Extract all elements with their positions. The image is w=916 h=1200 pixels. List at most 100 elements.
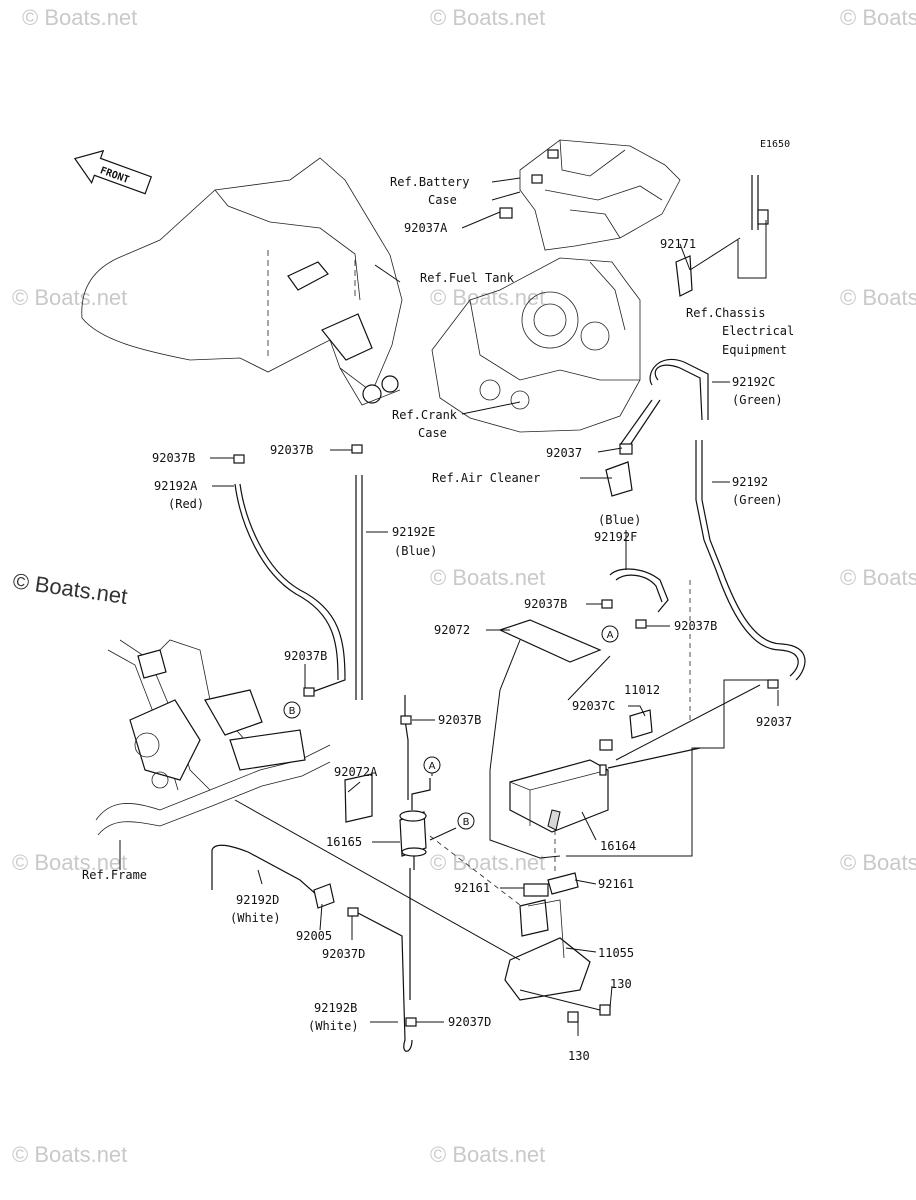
part-label: 92037C [572, 699, 615, 713]
clamp-icon [400, 715, 412, 725]
part-label: 130 [610, 977, 632, 991]
part-label: 92192B [314, 1001, 357, 1015]
part-label: 92192 [732, 475, 768, 489]
ref-chassis-label: Ref.Chassis [686, 306, 765, 320]
watermark: © Boats.net [430, 1142, 545, 1167]
valve-icon [313, 883, 335, 909]
clamp-icon [635, 619, 647, 629]
part-label: 11012 [624, 683, 660, 697]
part-label: 92037B [152, 451, 195, 465]
watermark: © Boats.net [840, 285, 916, 310]
part-label: 92192C [732, 375, 775, 389]
clamp-icon [351, 444, 363, 454]
bolt-icon [567, 1011, 579, 1023]
part-label: 92072A [334, 765, 378, 779]
canister [509, 747, 701, 833]
main-watermark: © Boats.net [11, 568, 129, 609]
part-label: (Green) [732, 393, 783, 407]
diagram-code: E1650 [760, 139, 790, 150]
clamp-icon [599, 739, 613, 751]
clamp-icon [619, 443, 633, 455]
callout-b [457, 812, 475, 830]
part-label: 92037D [448, 1015, 491, 1029]
bolt-icon [599, 1004, 611, 1016]
watermark: © Boats.net [840, 565, 916, 590]
fitting-icon [629, 709, 653, 739]
part-label: 130 [568, 1049, 590, 1063]
part-label: (Red) [168, 497, 204, 511]
ref-air-cleaner-label: Ref.Air Cleaner [432, 471, 540, 485]
watermark: © Boats.net [430, 565, 545, 590]
ref-battery-case-label: Case [428, 193, 457, 207]
part-label: 92037B [674, 619, 717, 633]
part-label: 92171 [660, 237, 696, 251]
part-label: 92192A [154, 479, 198, 493]
part-label: 92037B [270, 443, 313, 457]
brackets [344, 619, 602, 1001]
clamp-icon [405, 1017, 417, 1027]
part-label: 92192D [236, 893, 279, 907]
part-label: 92192F [594, 530, 637, 544]
callout-b [283, 701, 301, 719]
watermark: © Boats.net [430, 285, 545, 310]
part-label: (White) [230, 911, 281, 925]
part-label: 92037 [546, 446, 582, 460]
watermark: © Boats.net [22, 5, 137, 30]
fuel-tank [81, 157, 403, 406]
clamp-icon [499, 207, 513, 219]
part-label: 16164 [600, 839, 636, 853]
fitting-icon [605, 461, 633, 497]
part-label: 92037D [322, 947, 365, 961]
part-label: 92037B [524, 597, 567, 611]
battery-case [519, 139, 681, 251]
part-label: 92037B [438, 713, 481, 727]
part-label: 92072 [434, 623, 470, 637]
clamp-icon [303, 687, 315, 697]
bolt-icon [757, 209, 769, 225]
part-label: 92192E [392, 525, 435, 539]
part-label: (Blue) [598, 513, 641, 527]
part-label: 11055 [598, 946, 634, 960]
callout-a [601, 625, 619, 643]
ref-fuel-tank-label: Ref.Fuel Tank [420, 271, 515, 285]
clamp-icon [233, 454, 245, 464]
callout-a-label: A [429, 761, 436, 772]
watermark: © Boats.net [12, 1142, 127, 1167]
part-label: 92037B [284, 649, 327, 663]
bracket-icon [675, 255, 693, 297]
watermark: © Boats.net [12, 850, 127, 875]
watermark: © Boats.net [840, 850, 916, 875]
reference-labels: Ref.Battery Case Ref.Fuel Tank Ref.Chass… [82, 175, 794, 882]
hoses [211, 175, 806, 1052]
small-parts [233, 207, 779, 1027]
clamp-icon [767, 679, 779, 689]
part-labels: 92037A 92171 92192C (Green) 92037 92192 … [152, 221, 792, 1063]
callout-a-label: A [607, 630, 614, 641]
watermark: © Boats.net [12, 285, 127, 310]
part-label: (White) [308, 1019, 359, 1033]
part-label: 92161 [454, 881, 490, 895]
ref-crank-case-label: Case [418, 426, 447, 440]
part-label: 16165 [326, 835, 362, 849]
part-label: (Blue) [394, 544, 437, 558]
front-arrow-icon: FRONT [73, 149, 153, 195]
watermark: © Boats.net [430, 850, 545, 875]
part-label: 92037A [404, 221, 448, 235]
part-label: 92005 [296, 929, 332, 943]
callouts: B A A B [283, 625, 619, 830]
callout-a [423, 756, 441, 774]
frame [95, 639, 331, 836]
clamp-icon [347, 907, 359, 917]
watermark: © Boats.net [430, 5, 545, 30]
part-label: 92161 [598, 877, 634, 891]
ref-battery-case-label: Ref.Battery [390, 175, 469, 189]
watermark: © Boats.net [840, 5, 916, 30]
ref-chassis-label: Electrical [722, 324, 794, 338]
ref-crank-case-label: Ref.Crank [392, 408, 458, 422]
ref-chassis-label: Equipment [722, 343, 787, 357]
part-label: (Green) [732, 493, 783, 507]
crank-case [431, 257, 641, 433]
part-label: 92037 [756, 715, 792, 729]
fuel-filter [399, 778, 431, 870]
